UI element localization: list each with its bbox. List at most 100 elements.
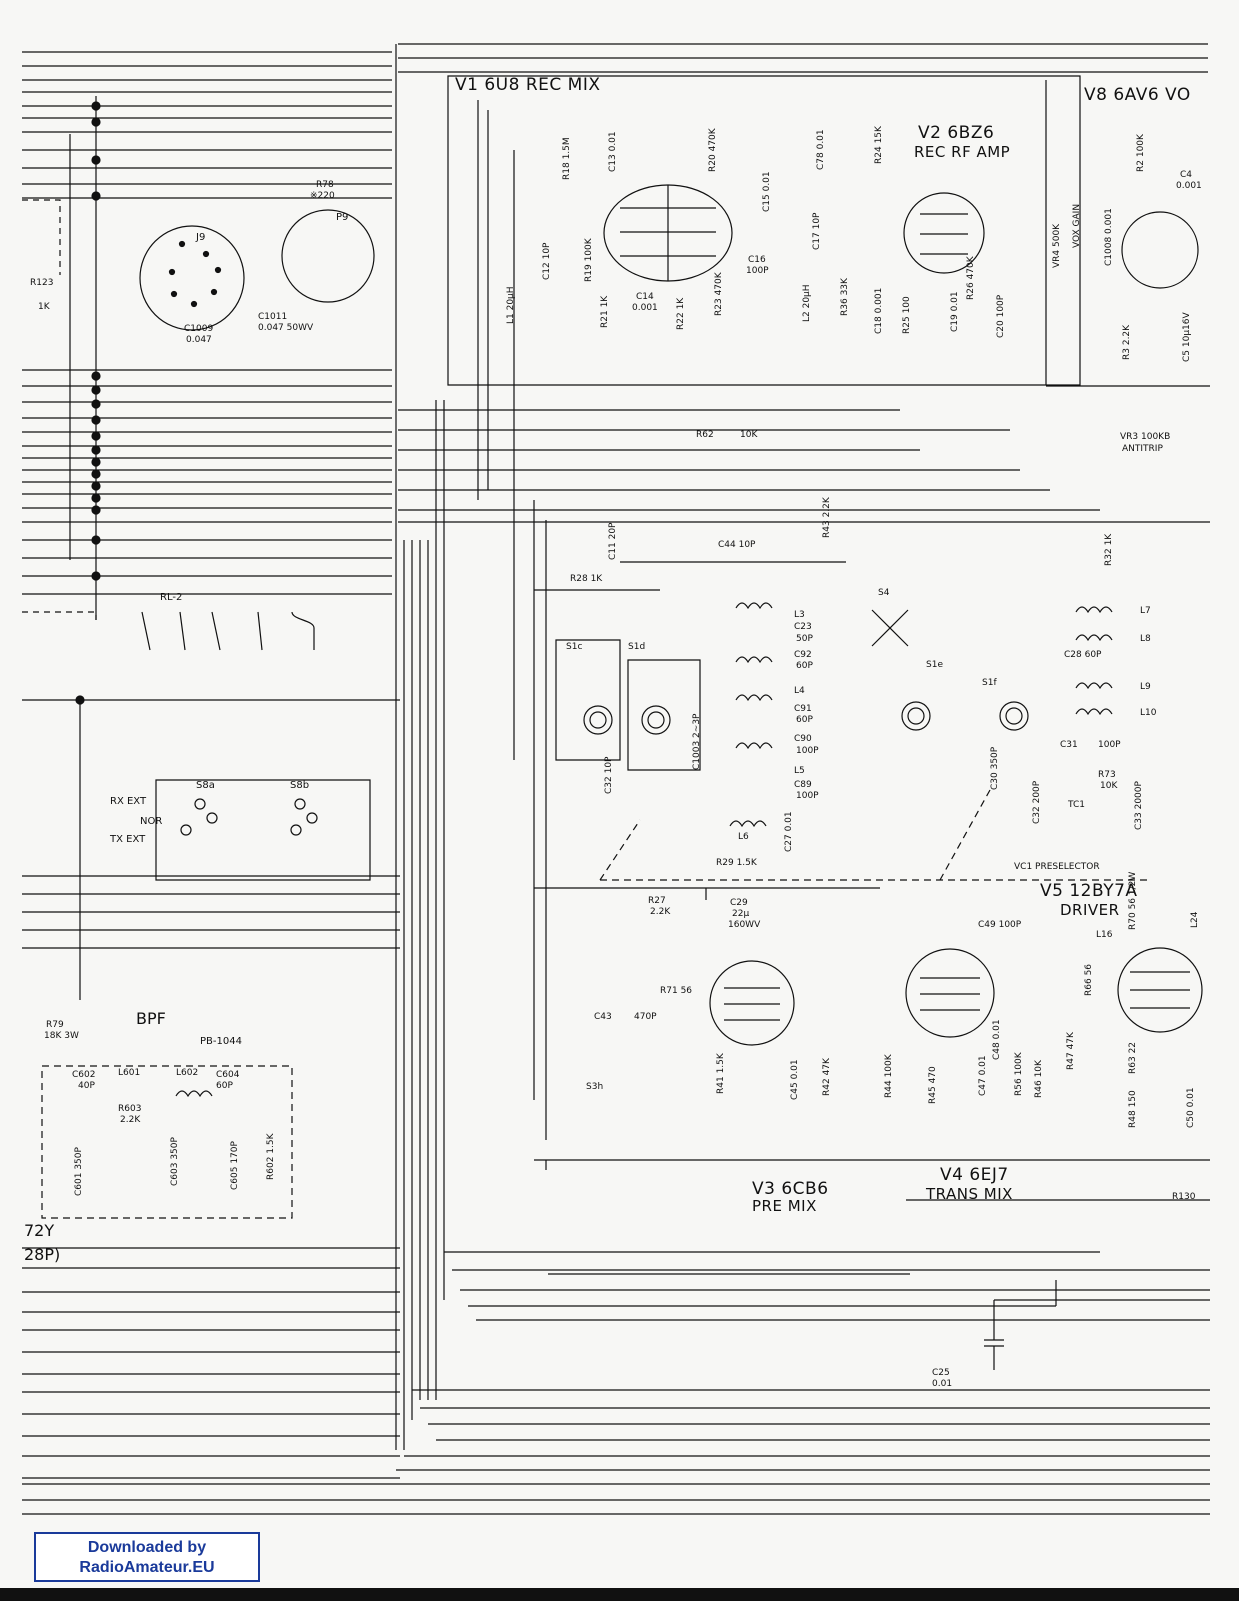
l10-label: L10	[1140, 708, 1157, 718]
c604-value: 60P	[216, 1081, 233, 1091]
r62-value: 10K	[740, 430, 758, 440]
c31-label: C31	[1060, 740, 1078, 750]
c89-value: 100P	[796, 791, 819, 801]
c90-label: C90	[794, 734, 812, 744]
l24-label: L24	[1190, 911, 1200, 928]
c16-label: C16	[748, 255, 766, 265]
rx-ext-label: RX EXT	[110, 796, 147, 807]
v2-function: REC RF AMP	[914, 143, 1011, 161]
v5-function: DRIVER	[1060, 901, 1120, 919]
l9-label: L9	[1140, 682, 1151, 692]
c601-label: C601 350P	[74, 1147, 84, 1196]
r20-label: R20 470K	[708, 128, 718, 172]
c1011-label: C1011	[258, 312, 288, 322]
r43-label: R43 2.2K	[822, 497, 832, 538]
c32b-label: C32 200P	[1032, 780, 1042, 824]
r78-value: ※220	[310, 191, 335, 201]
r22-label: R22 1K	[676, 297, 686, 330]
r123-label: R123	[30, 278, 54, 288]
r25-label: R25 100	[902, 296, 912, 334]
c29-label: C29	[730, 898, 748, 908]
c27-label: C27 0.01	[784, 811, 794, 852]
r36-label: R36 33K	[840, 278, 850, 316]
c32-label: C32 10P	[604, 756, 614, 794]
c45-label: C45 0.01	[790, 1059, 800, 1100]
pb1044-label: PB-1044	[200, 1036, 242, 1047]
c92-label: C92	[794, 650, 812, 660]
download-badge: Downloaded by RadioAmateur.EU	[34, 1532, 260, 1582]
c25-label: C25	[932, 1368, 950, 1378]
c43-value: 470P	[634, 1012, 657, 1022]
r130-label: R130	[1172, 1192, 1196, 1202]
badge-line-1: Downloaded by	[87, 1539, 207, 1556]
v5-label: V5 12BY7A	[1040, 881, 1138, 901]
r71-label: R71 56	[660, 986, 693, 996]
v3-function: PRE MIX	[752, 1197, 817, 1215]
l602-label: L602	[176, 1068, 199, 1078]
c91-label: C91	[794, 704, 812, 714]
r56-label: R56 100K	[1014, 1052, 1024, 1096]
c14-value: 0.001	[632, 303, 658, 313]
c50-label: C50 0.01	[1186, 1087, 1196, 1128]
c11-label: C11 20P	[608, 522, 618, 560]
c1009-label: C1009	[184, 324, 214, 334]
tc1-label: TC1	[1068, 800, 1085, 810]
r66-label: R66 56	[1084, 963, 1094, 996]
vox-gain-label: VOX GAIN	[1072, 203, 1082, 248]
r26-label: R26 470K	[966, 256, 976, 300]
s4-label: S4	[878, 588, 890, 598]
r3-label: R3 2.2K	[1122, 324, 1132, 360]
bpf-label: BPF	[136, 1009, 166, 1028]
c33-label: C33 2000P	[1134, 781, 1144, 830]
badge-line-2: RadioAmateur.EU	[79, 1559, 215, 1576]
c28-label: C28 60P	[1064, 650, 1102, 660]
l4-label: L4	[794, 686, 805, 696]
s8b-label: S8b	[290, 780, 310, 791]
r603-value: 2.2K	[120, 1115, 141, 1125]
r45-label: R45 470	[928, 1066, 938, 1104]
c44-label: C44 10P	[718, 540, 756, 550]
r602-label: R602 1.5K	[266, 1133, 276, 1180]
c17-label: C17 10P	[812, 212, 822, 250]
r44-label: R44 100K	[884, 1054, 894, 1098]
vr4-label: VR4 500K	[1052, 223, 1062, 268]
c1008-label: C1008 0.001	[1104, 208, 1114, 266]
p9-label: P9	[336, 212, 349, 223]
r23-label: R23 470K	[714, 272, 724, 316]
r24-label: R24 15K	[874, 126, 884, 164]
vr3-label: VR3 100KB	[1120, 432, 1171, 442]
scan-bottom-edge	[0, 1588, 1239, 1601]
c13-label: C13 0.01	[608, 131, 618, 172]
c91-value: 60P	[796, 715, 813, 725]
v8-label: V8 6AV6 VO	[1084, 85, 1191, 105]
nor-label: NOR	[140, 816, 163, 827]
vc1-label: VC1 PRESELECTOR	[1014, 862, 1100, 872]
rl2-label: RL-2	[160, 592, 183, 603]
r42-label: R42 47K	[822, 1058, 832, 1096]
r27-value: 2.2K	[650, 907, 671, 917]
r47-label: R47 47K	[1066, 1032, 1076, 1070]
c603-label: C603 350P	[170, 1137, 180, 1186]
c29-value: 22μ	[732, 909, 750, 919]
l5-label: L5	[794, 766, 805, 776]
c14-label: C14	[636, 292, 654, 302]
r73-label: R73	[1098, 770, 1116, 780]
l1-label: L1 20μH	[506, 286, 516, 324]
r27-label: R27	[648, 896, 666, 906]
r29-label: R29 1.5K	[716, 858, 757, 868]
v3-label: V3 6CB6	[752, 1179, 829, 1199]
v4-function: TRANS MIX	[926, 1185, 1013, 1203]
v4-label: V4 6EJ7	[940, 1165, 1009, 1185]
tx-ext-label: TX EXT	[110, 834, 146, 845]
c602-value: 40P	[78, 1081, 95, 1091]
r62-label: R62	[696, 430, 714, 440]
c20-label: C20 100P	[996, 294, 1006, 338]
r46-label: R46 10K	[1034, 1060, 1044, 1098]
l16-label: L16	[1096, 930, 1113, 940]
c92-value: 60P	[796, 661, 813, 671]
r19-label: R19 100K	[584, 238, 594, 282]
antitrip-label: ANTITRIP	[1122, 444, 1163, 454]
l6-label: L6	[738, 832, 749, 842]
v2-label: V2 6BZ6	[918, 123, 995, 143]
